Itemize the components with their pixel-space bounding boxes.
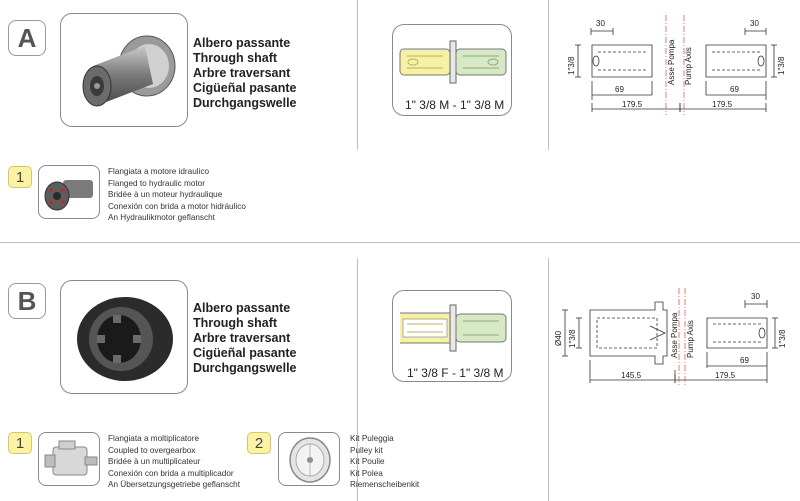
size-d40: Ø40 <box>555 330 563 346</box>
name-it: Albero passante <box>193 36 291 50</box>
overgearbox-photo <box>38 432 100 486</box>
spec-label-a: 1" 3/8 M - 1" 3/8 M <box>405 98 505 112</box>
axis-label-en: Pump Axis <box>686 320 695 358</box>
name-fr: Arbre traversant <box>193 66 291 80</box>
divider <box>548 258 549 501</box>
size-right: 1"3/8 <box>778 329 787 348</box>
option-line-it: Flangiata a motore idraulico <box>108 167 210 176</box>
motor-image <box>44 180 93 211</box>
name-es: Cigüeñal pasante <box>193 81 297 95</box>
option-line-it: Flangiata a moltiplicatore <box>108 434 200 443</box>
name-de: Durchgangswelle <box>193 361 297 375</box>
pulley-image <box>289 437 331 483</box>
size-left: 1"3/8 <box>568 329 577 348</box>
divider <box>357 258 358 501</box>
option-line-en: Coupled to overgearbox <box>108 445 196 455</box>
option-b1-text: Flangiata a moltiplicatore Coupled to ov… <box>108 433 240 491</box>
section-b-letter: B <box>8 283 46 319</box>
name-it: Albero passante <box>193 301 291 315</box>
size-right: 1"3/8 <box>777 56 786 75</box>
spec-label-b: 1" 3/8 F - 1" 3/8 M <box>407 366 504 380</box>
coupling-image <box>77 297 173 381</box>
option-line-fr: Bridée à un moteur hydraulique <box>108 190 223 199</box>
dim-69-right: 69 <box>730 85 739 94</box>
option-b2-text: Kit Puleggia Pulley kit Kit Poulie Kit P… <box>350 433 419 491</box>
size-left: 1"3/8 <box>567 56 576 75</box>
name-de: Durchgangswelle <box>193 96 297 110</box>
dim-69: 69 <box>740 356 749 365</box>
option-line-en: Pulley kit <box>350 445 383 455</box>
option-line-de: Riemenscheibenkit <box>350 480 420 489</box>
pulley-kit-photo <box>278 432 340 486</box>
dim-30-right: 30 <box>750 19 759 28</box>
option-line-de: An Übersetzungsgetriebe geflanscht <box>108 480 240 489</box>
option-line-es: Conexión con brida a motor hidráulico <box>108 201 246 211</box>
axis-label-en: Pump Axis <box>684 47 693 85</box>
shaft-diagram-a <box>392 24 512 116</box>
male-male-diagram <box>399 40 507 84</box>
dim-30: 30 <box>751 292 760 301</box>
technical-drawing-a: 30 30 69 69 179.5 179.5 1"3/8 1"3/8 Asse… <box>567 15 786 115</box>
option-number-a1: 1 <box>8 166 32 188</box>
through-shaft-photo-b <box>60 280 188 394</box>
option-line-es: Conexión con brida a multiplicador <box>108 468 234 478</box>
dim-179: 179.5 <box>715 371 736 380</box>
gearbox-image <box>44 440 98 476</box>
option-a1-text: Flangiata a motore idraulico Flanged to … <box>108 166 246 224</box>
section-a-letter: A <box>8 20 46 56</box>
option-line-en: Flanged to hydraulic motor <box>108 178 205 188</box>
name-en: Through shaft <box>193 51 278 65</box>
option-number-b1: 1 <box>8 432 32 454</box>
shaft-image <box>82 35 176 107</box>
axis-label-it: Asse Pompa <box>670 312 679 358</box>
dim-69-left: 69 <box>615 85 624 94</box>
option-line-de: An Hydraulikmotor geflanscht <box>108 213 215 222</box>
option-line-fr: Bridée à un multiplicateur <box>108 457 201 466</box>
shaft-diagram-b <box>392 290 512 382</box>
dim-179-right: 179.5 <box>712 100 733 109</box>
section-separator <box>0 242 800 243</box>
dim-179-left: 179.5 <box>622 100 643 109</box>
through-shaft-photo-a <box>60 13 188 127</box>
option-line-es: Kit Polea <box>350 468 383 478</box>
name-fr: Arbre traversant <box>193 331 291 345</box>
name-en: Through shaft <box>193 316 278 330</box>
hydraulic-motor-photo <box>38 165 100 219</box>
option-line-fr: Kit Poulie <box>350 457 385 466</box>
axis-label-it: Asse Pompa <box>667 39 676 85</box>
section-b-names: Albero passante Through shaft Arbre trav… <box>193 301 297 376</box>
option-number-b2: 2 <box>247 432 271 454</box>
technical-drawing-b: 30 69 145.5 179.5 Ø40 1"3/8 1"3/8 Asse P… <box>555 288 787 386</box>
section-a-names: Albero passante Through shaft Arbre trav… <box>193 36 297 111</box>
dim-145: 145.5 <box>621 371 642 380</box>
divider <box>548 0 549 150</box>
name-es: Cigüeñal pasante <box>193 346 297 360</box>
divider <box>357 0 358 150</box>
female-male-diagram <box>400 304 507 352</box>
dim-30-left: 30 <box>596 19 605 28</box>
option-line-it: Kit Puleggia <box>350 434 394 443</box>
